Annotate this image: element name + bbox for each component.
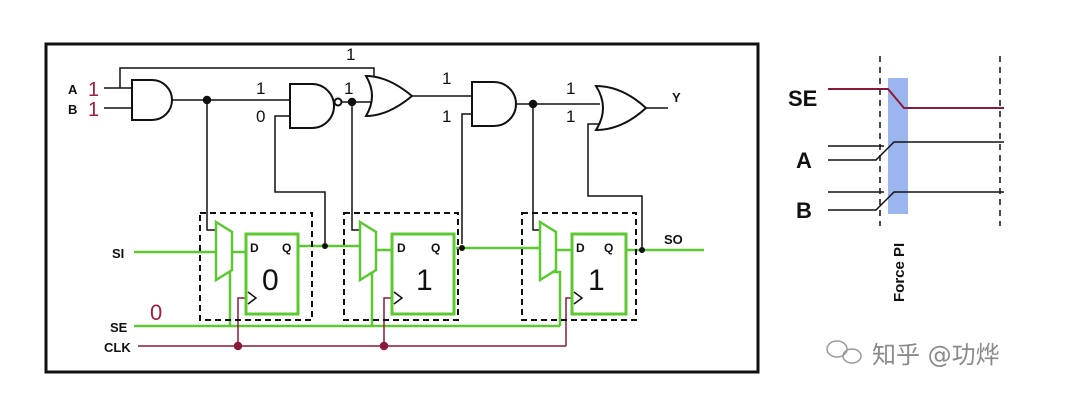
ff3-state-value: 1 [588,264,605,297]
and1-output-value: 1 [256,79,265,98]
watermark: 知乎 @功烨 [826,340,1000,369]
scan-mux [358,219,378,283]
ff3-q-label: Q [604,241,613,255]
clk-label: CLK [104,340,131,355]
or2-input-top-value: 1 [566,79,575,98]
ff2-state-value: 1 [416,264,433,297]
se-label: SE [110,320,128,335]
se-value: 0 [150,300,162,325]
chat-bubble-icon [826,340,862,364]
flip-flop [244,232,300,316]
nand-bubble [333,97,343,107]
clock-triangle [393,291,404,305]
nand-gate [289,83,335,129]
output-so-label: SO [664,232,683,247]
ff2-q-label: Q [431,241,440,255]
and-gate-2 [471,81,517,127]
a-waveform [828,141,1004,161]
circuit-frame [44,42,760,374]
ff2-d-label: D [397,241,406,255]
ff1-d-label: D [250,241,259,255]
watermark-text: 知乎 @功烨 [872,341,1000,369]
input-a-value: 1 [88,79,99,101]
top-line-value: 1 [346,45,355,64]
and2-input-bottom-value: 1 [442,107,451,126]
nand-input-bottom-value: 0 [256,107,265,126]
ff1-state-value: 0 [262,264,279,297]
b-waveform [828,191,1004,211]
clock-wires [138,297,572,351]
input-b-value: 1 [88,99,99,121]
scan-cell-3 [521,212,637,321]
force-pi-phase-band [888,78,908,214]
scan-cell-2 [343,212,459,321]
clock-triangle [247,291,258,305]
ff3-d-label: D [576,241,585,255]
scan-cell-boundary [199,212,313,321]
and-gate-1 [131,79,173,121]
or2-input-bottom-value: 1 [566,107,575,126]
timing-se-label: SE [788,86,817,111]
scan-mux [538,219,558,283]
logic-gates [131,74,648,132]
or-gate-1 [364,74,414,118]
logic-wires [104,67,668,248]
scan-mux [214,219,234,283]
or1-input-value: 1 [344,79,353,98]
scan-cell-1 [199,212,313,321]
or-gate-2 [594,84,648,132]
and2-input-top-value: 1 [442,69,451,88]
ff1-q-label: Q [282,241,291,255]
force-pi-label: Force PI [891,243,908,302]
clock-triangle [573,291,584,305]
timing-a-label: A [796,148,812,173]
flip-flop [390,232,456,316]
output-y-label: Y [672,90,681,105]
si-label: SI [112,246,124,261]
flip-flop [570,232,628,316]
se-waveform [828,88,1004,109]
timing-b-label: B [796,198,812,223]
timing-diagram: SE A B Force PI [788,56,1004,302]
input-b-label: B [68,102,77,117]
input-a-label: A [68,82,78,97]
